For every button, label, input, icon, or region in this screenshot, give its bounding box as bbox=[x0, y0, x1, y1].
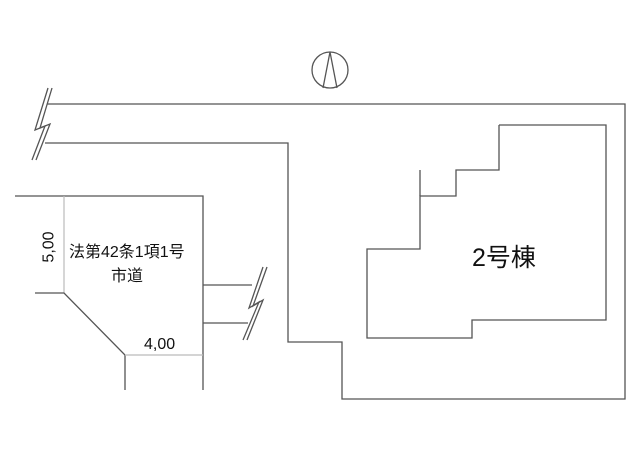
road-outline bbox=[15, 195, 252, 390]
site-boundary bbox=[45, 103, 626, 400]
north-arrow-icon bbox=[311, 51, 349, 89]
break-symbol-right bbox=[242, 266, 268, 341]
building-label: 2号棟 bbox=[472, 244, 536, 272]
road-type-label: 法第42条1項1号 bbox=[69, 244, 185, 261]
building-outline bbox=[366, 124, 607, 339]
road-name-label: 市道 bbox=[111, 268, 144, 285]
road-width-label: 5,00 bbox=[40, 231, 58, 263]
corner-cut-label: 4,00 bbox=[144, 336, 176, 353]
break-symbol-left bbox=[31, 87, 53, 161]
